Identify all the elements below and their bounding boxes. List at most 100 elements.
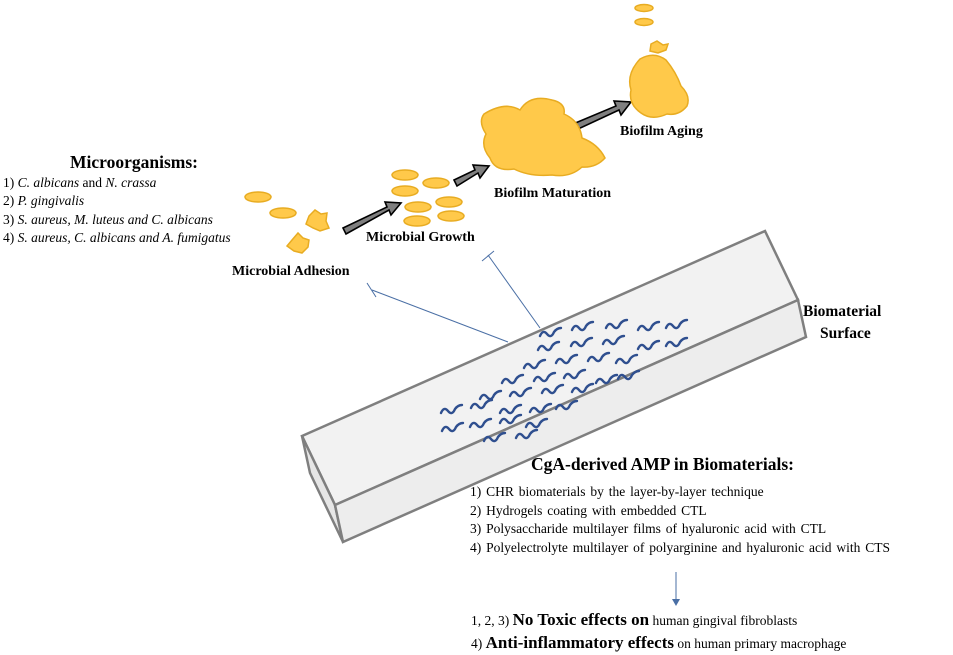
amp-squiggle	[514, 428, 539, 440]
outcome-prefix: 4)	[471, 636, 483, 651]
arrow-adhesion-to-growth	[341, 201, 403, 236]
amp-squiggle	[439, 403, 464, 415]
biomaterial-surface-slab	[300, 229, 808, 544]
microbe-cell	[244, 191, 272, 203]
microbe-cell	[435, 196, 463, 208]
amp-squiggle	[594, 373, 619, 385]
microbe-cluster	[305, 209, 331, 232]
microbe-cell	[422, 177, 450, 189]
inhibit-line-adhesion	[371, 289, 509, 343]
amp-squiggle	[508, 386, 533, 398]
microorganism-item-text: N. crassa	[105, 175, 157, 190]
amp-squiggle	[664, 336, 689, 348]
microorganism-item-number: 1)	[3, 175, 18, 190]
microorganisms-title: Microorganisms:	[70, 152, 198, 172]
cga-item: 1) CHR biomaterials by the layer-by-laye…	[470, 484, 764, 499]
cga-item: 3) Polysaccharide multilayer films of hy…	[470, 521, 827, 536]
microorganism-item: 3) S. aureus, M. luteus and C. albicans	[3, 211, 231, 229]
cga-item: 4) Polyelectrolyte multilayer of polyarg…	[470, 539, 891, 555]
biofilm-maturation-blob	[480, 97, 606, 177]
stage-label-adhesion: Microbial Adhesion	[232, 264, 350, 279]
amp-squiggle	[500, 373, 525, 385]
amp-squiggle	[554, 399, 579, 411]
microbe-cell	[391, 185, 419, 197]
inhibit-line-growth	[487, 254, 541, 329]
amp-squiggle	[636, 320, 661, 332]
amp-squiggle	[469, 398, 494, 410]
amp-squiggle	[532, 371, 557, 383]
biofilm-aging-blob	[628, 54, 689, 118]
microbe-cell	[437, 210, 465, 222]
amp-squiggle-group	[439, 318, 689, 443]
amp-squiggle	[664, 318, 689, 330]
microorganism-item-text: and	[79, 175, 106, 190]
amp-squiggle	[636, 339, 661, 351]
amp-squiggle	[540, 383, 565, 395]
amp-squiggle	[498, 403, 523, 415]
outcome-bold: No Toxic effects on	[512, 610, 650, 629]
outcome-arrow-head	[672, 599, 680, 606]
microbe-cluster	[285, 231, 310, 254]
microbe-cell	[634, 3, 654, 13]
arrow-growth-to-maturation	[452, 164, 491, 188]
microbe-cell	[634, 17, 654, 27]
microorganism-item-text: S. aureus, C. albicans and A. fumigatus	[17, 229, 231, 245]
inhibition-lines	[366, 250, 680, 606]
outcome-bold: Anti-inflammatory effects	[485, 633, 674, 652]
amp-squiggle	[524, 417, 549, 429]
microorganism-item-text: S. aureus, M. luteus and C. albicans	[17, 211, 213, 227]
amp-squiggle	[482, 431, 507, 443]
cga-item: 2) Hydrogels coating with embedded CTL	[470, 502, 707, 518]
outcome-line-1: 1, 2, 3) No Toxic effects on human gingi…	[471, 609, 797, 632]
amp-squiggle	[604, 318, 629, 330]
microorganism-item: 1) C. albicans and N. crassa	[3, 174, 231, 192]
arrow-maturation-to-aging	[571, 100, 633, 132]
microbe-fragment	[649, 40, 670, 54]
progression-arrows	[341, 100, 633, 236]
amp-squiggle	[570, 320, 595, 332]
amp-squiggle	[554, 353, 579, 365]
microorganism-item-number: 3)	[3, 211, 18, 227]
outcome-rest: on human primary macrophage	[677, 636, 847, 651]
microbe-cell	[391, 169, 419, 181]
microorganism-item-text: C. albicans	[17, 175, 80, 190]
stage-label-growth: Microbial Growth	[366, 230, 475, 245]
amp-squiggle	[601, 334, 626, 346]
slab-front-face	[333, 298, 808, 544]
microorganism-item-text: P. gingivalis	[17, 193, 85, 209]
cga-title: CgA-derived AMP in Biomaterials:	[531, 454, 794, 474]
amp-squiggle	[528, 402, 553, 414]
amp-squiggle	[586, 351, 611, 363]
amp-squiggle	[536, 340, 561, 352]
amp-squiggle	[616, 369, 641, 381]
microorganism-item: 4) S. aureus, C. albicans and A. fumigat…	[3, 229, 231, 247]
microorganism-item-number: 4)	[3, 229, 18, 245]
surface-label-line2: Surface	[820, 325, 871, 342]
amp-squiggle	[562, 368, 587, 380]
inhibit-bar-adhesion	[366, 282, 377, 298]
microbe-cells	[244, 3, 689, 254]
amp-squiggle	[538, 326, 563, 338]
outcome-prefix: 1, 2, 3)	[471, 613, 510, 628]
amp-squiggle	[569, 336, 594, 348]
microbe-cell	[403, 215, 431, 227]
outcome-line-2: 4) Anti-inflammatory effects on human pr…	[471, 632, 846, 655]
microorganism-item-number: 2)	[3, 193, 18, 209]
microorganism-item: 2) P. gingivalis	[3, 192, 231, 210]
stage-label-aging: Biofilm Aging	[620, 124, 703, 139]
cga-list: 1) CHR biomaterials by the layer-by-laye…	[470, 483, 890, 557]
amp-squiggle	[498, 413, 523, 425]
amp-squiggle	[570, 382, 595, 394]
microbe-cell	[404, 201, 432, 213]
inhibit-bar-growth	[481, 250, 495, 262]
outcome-rest: human gingival fibroblasts	[652, 613, 798, 628]
amp-squiggle	[440, 421, 465, 433]
microbe-cell	[269, 207, 297, 219]
surface-label-line1: Biomaterial	[803, 303, 882, 320]
stage-label-maturation: Biofilm Maturation	[494, 186, 612, 201]
amp-squiggle	[522, 358, 547, 370]
amp-squiggle	[468, 417, 493, 429]
amp-squiggle	[614, 353, 639, 365]
